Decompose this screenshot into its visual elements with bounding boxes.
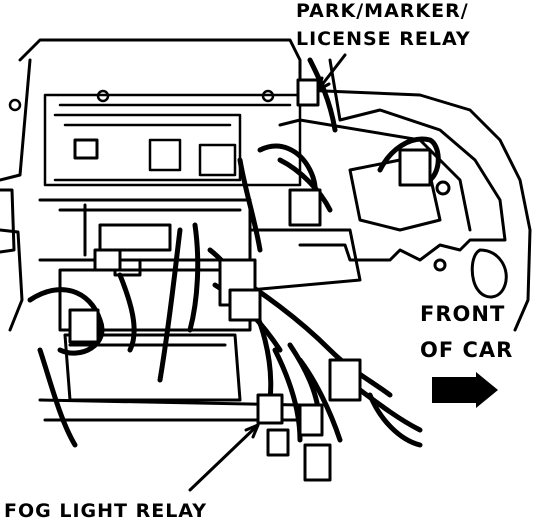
body-panel-outline [0,38,532,332]
radiator-support [38,198,312,422]
fog-light-relay-block [256,393,284,425]
upper-bracket [8,89,302,187]
fog-relay-leader [188,423,260,492]
connectors [68,78,432,482]
front-of-car-label-line1: FRONT [420,302,506,326]
front-of-car-arrow [432,372,498,408]
park-marker-relay-label-line2: LICENSE RELAY [296,28,471,50]
park-relay-leader [316,53,347,92]
fog-light-relay-label: FOG LIGHT RELAY [4,500,207,522]
wiring-harness [27,57,441,448]
park-marker-relay-label-line1: PARK/MARKER/ [296,0,469,22]
front-of-car-label-line2: OF CAR [420,338,514,362]
